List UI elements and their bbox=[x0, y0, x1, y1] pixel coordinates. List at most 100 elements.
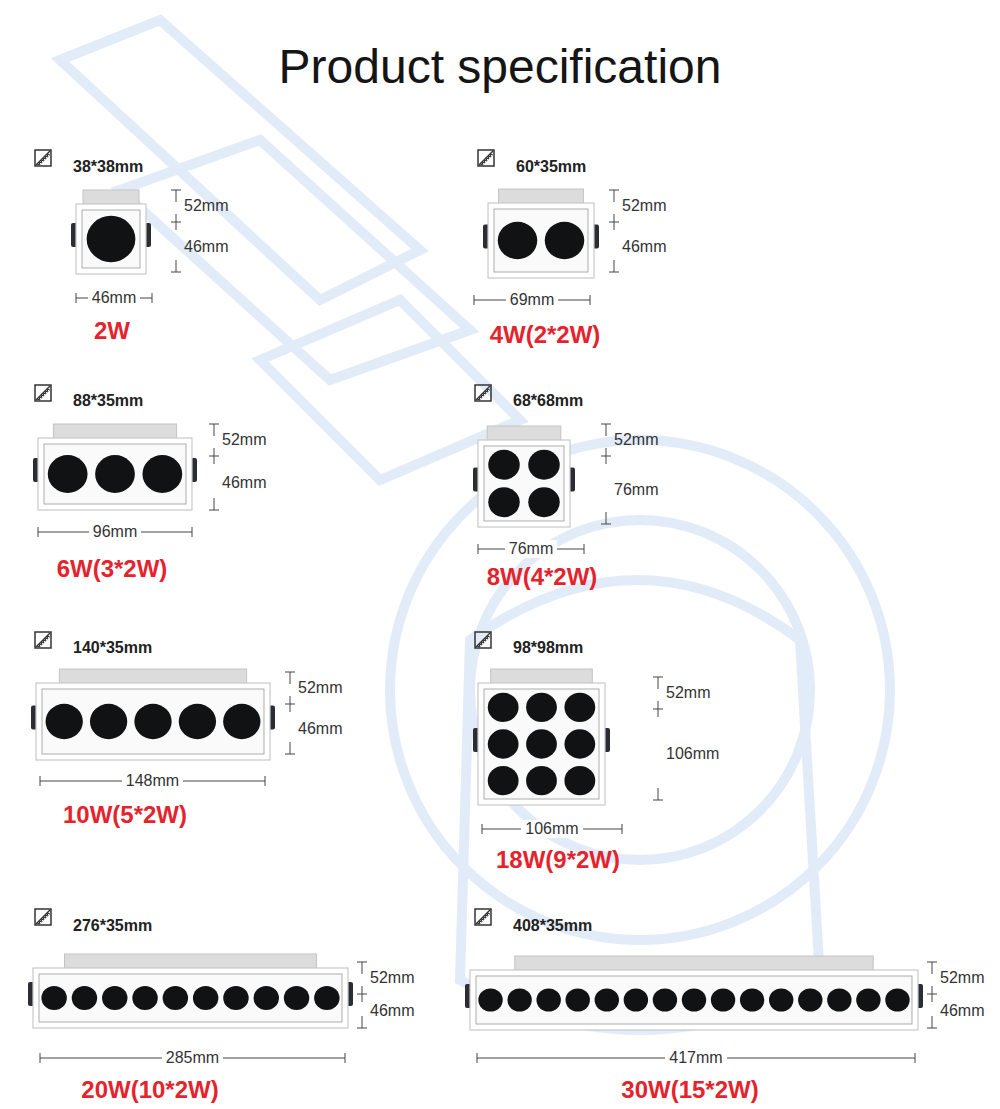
cutout-icon bbox=[476, 910, 490, 924]
led-lens bbox=[769, 988, 793, 1011]
trim-face bbox=[488, 203, 594, 278]
dimension-line bbox=[614, 190, 615, 202]
dimension-line bbox=[932, 962, 933, 974]
dimension-tick bbox=[192, 527, 193, 537]
dimension-tick bbox=[590, 295, 591, 305]
led-lens bbox=[132, 986, 157, 1010]
depth-dimension: 52mm bbox=[622, 197, 666, 215]
product-figure bbox=[474, 150, 619, 305]
dimension-tick bbox=[209, 456, 219, 457]
cutout-icon bbox=[36, 151, 50, 165]
led-lens bbox=[526, 729, 557, 758]
dimension-line bbox=[606, 424, 607, 436]
wattage: 6W(3*2W) bbox=[57, 555, 168, 583]
dimension-tick bbox=[601, 524, 611, 525]
cutout-icon bbox=[475, 632, 491, 648]
dimension-tick bbox=[209, 424, 219, 425]
dimension-line bbox=[362, 962, 363, 974]
cutout-icon bbox=[35, 385, 51, 401]
led-lens bbox=[223, 704, 260, 739]
led-lens bbox=[624, 988, 648, 1011]
led-lens bbox=[254, 986, 279, 1010]
dimension-line bbox=[658, 788, 659, 800]
dimension-tick bbox=[152, 293, 153, 303]
depth-dimension: 52mm bbox=[614, 431, 658, 449]
cutout-icon bbox=[35, 150, 51, 166]
cutout-icon bbox=[37, 389, 50, 400]
cutout-size: 60*35mm bbox=[516, 158, 586, 176]
led-lens bbox=[179, 704, 216, 739]
dimension-line bbox=[176, 190, 177, 202]
cutout-icon bbox=[479, 151, 493, 165]
trim-face bbox=[36, 683, 270, 760]
led-lens bbox=[827, 988, 851, 1011]
wattage: 4W(2*2W) bbox=[490, 321, 601, 349]
led-lens bbox=[163, 986, 188, 1010]
cutout-icon bbox=[37, 913, 50, 924]
cutout-icon bbox=[477, 636, 490, 647]
height-dimension: 46mm bbox=[222, 474, 266, 492]
led-lens bbox=[488, 729, 519, 758]
dimension-tick bbox=[474, 295, 475, 305]
dimension-tick bbox=[601, 456, 611, 457]
cutout-size: 276*35mm bbox=[73, 917, 152, 935]
height-dimension: 46mm bbox=[622, 238, 666, 256]
cutout-icon bbox=[475, 909, 491, 925]
page-title: Product specification bbox=[279, 39, 722, 94]
led-lens bbox=[526, 693, 557, 722]
dimension-tick bbox=[478, 544, 479, 554]
cutout-icon bbox=[480, 154, 493, 165]
cutout-icon bbox=[36, 910, 50, 924]
cutout-icon bbox=[478, 150, 494, 166]
led-lens bbox=[566, 988, 590, 1011]
dimension-line bbox=[176, 260, 177, 272]
height-dimension: 46mm bbox=[940, 1002, 984, 1020]
trim-face bbox=[33, 968, 348, 1028]
wattage: 2W bbox=[94, 317, 130, 345]
width-dimension: 46mm bbox=[88, 289, 140, 307]
inner-frame bbox=[82, 210, 140, 268]
dimension-line bbox=[290, 672, 291, 684]
dimension-tick bbox=[171, 272, 181, 273]
dimension-tick bbox=[171, 190, 181, 191]
cutout-icon bbox=[477, 913, 490, 924]
dimension-tick bbox=[285, 704, 295, 705]
led-lens bbox=[284, 986, 309, 1010]
led-lens bbox=[314, 986, 339, 1010]
led-lens bbox=[536, 988, 560, 1011]
depth-dimension: 52mm bbox=[370, 969, 414, 987]
led-lens bbox=[488, 450, 520, 480]
dimension-line bbox=[606, 512, 607, 524]
dimension-tick bbox=[477, 1053, 478, 1063]
dimension-tick bbox=[609, 272, 619, 273]
led-lens bbox=[193, 986, 218, 1010]
product-figure bbox=[28, 909, 367, 1063]
dimension-line bbox=[658, 677, 659, 689]
trim-face bbox=[76, 204, 146, 274]
wattage: 8W(4*2W) bbox=[487, 563, 598, 591]
inner-frame bbox=[484, 689, 599, 799]
led-lens bbox=[526, 766, 557, 795]
led-lens bbox=[798, 988, 822, 1011]
width-dimension: 69mm bbox=[506, 291, 558, 309]
led-lens bbox=[885, 988, 909, 1011]
trim-face bbox=[478, 440, 570, 527]
height-dimension: 46mm bbox=[184, 238, 228, 256]
dimension-tick bbox=[915, 1053, 916, 1063]
inner-frame bbox=[484, 446, 564, 521]
led-lens bbox=[507, 988, 531, 1011]
cutout-icon bbox=[476, 633, 490, 647]
cutout-icon bbox=[36, 386, 50, 400]
height-dimension: 76mm bbox=[614, 481, 658, 499]
dimension-line bbox=[214, 498, 215, 510]
dimension-line bbox=[932, 1016, 933, 1028]
product-figure bbox=[33, 385, 219, 537]
cutout-icon bbox=[477, 389, 490, 400]
depth-dimension: 52mm bbox=[298, 679, 342, 697]
depth-dimension: 52mm bbox=[940, 969, 984, 987]
cutout-size: 140*35mm bbox=[73, 639, 152, 657]
product-figure bbox=[473, 385, 611, 554]
wattage: 30W(15*2W) bbox=[621, 1076, 758, 1104]
dimension-tick bbox=[40, 776, 41, 786]
